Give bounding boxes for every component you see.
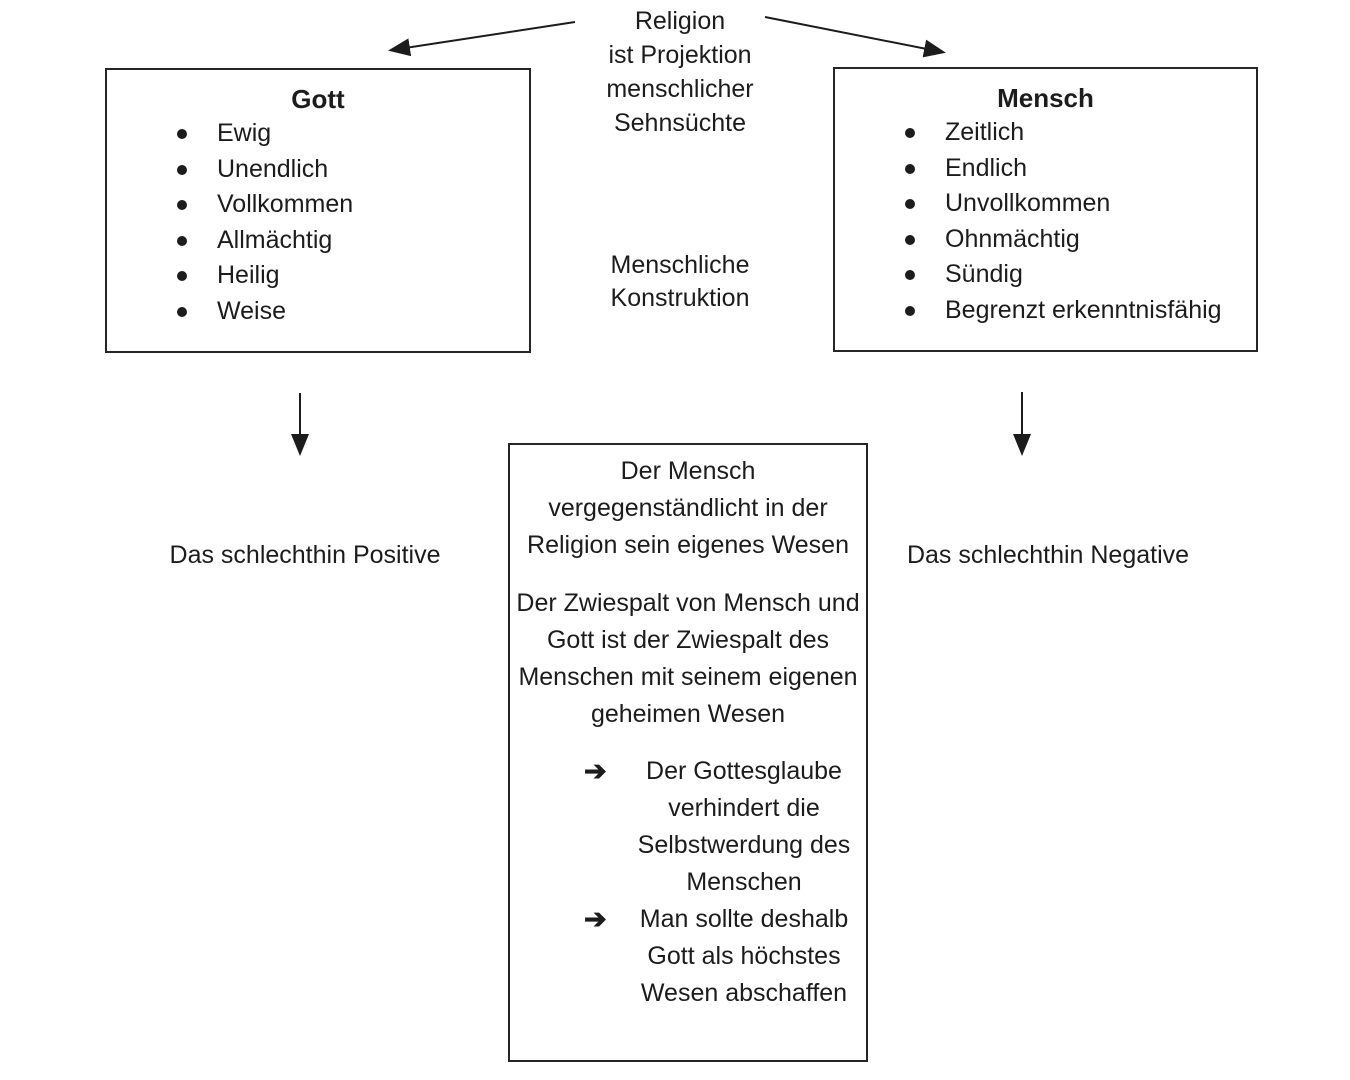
gott-attribute-item: Unendlich [177,152,529,188]
conclusion-paragraph: Der Mensch vergegenständlicht in der Rel… [527,457,849,559]
religion-label: Religion ist Projektion menschlicher Seh… [555,4,805,140]
religion-label-line: Religion [634,7,726,35]
konstruktion-label: Menschliche Konstruktion [555,249,805,315]
conclusion-paragraph: Der Zwiespalt von Mensch und Gott ist de… [516,589,860,728]
arrow-religion-to-gott [388,21,576,57]
conclusion-arrow-item: ➔ Man sollte deshalb Gott als höchstes W… [510,901,866,1012]
religion-label-line: ist Projektion [608,41,752,69]
mensch-attribute-item: Sündig [905,257,1256,293]
mensch-attribute-item: Endlich [905,151,1256,187]
gott-attribute-item: Ewig [177,116,529,152]
gott-attribute-item: Allmächtig [177,223,529,259]
konstruktion-label-line: Menschliche [610,251,750,279]
mensch-attribute-item: Zeitlich [905,115,1256,151]
gott-attribute-item: Weise [177,294,529,330]
conclusion-arrow-text: Man sollte deshalb Gott als höchstes Wes… [639,905,849,1007]
mensch-attribute-item: Ohnmächtig [905,222,1256,258]
gott-attribute-item: Heilig [177,258,529,294]
mensch-attribute-item: Unvollkommen [905,186,1256,222]
conclusion-box: Der Mensch vergegenständlicht in der Rel… [508,443,868,1062]
right-arrow-icon: ➔ [584,756,607,786]
right-arrow-icon: ➔ [584,904,607,934]
mensch-attribute-item: Begrenzt erkenntnisfähig [905,293,1256,329]
religion-label-line: Sehnsüchte [613,109,747,137]
gott-box-title: Gott [291,84,345,114]
negative-caption: Das schlechthin Negative [906,541,1190,569]
gott-attribute-item: Vollkommen [177,187,529,223]
conclusion-arrow-item: ➔ Der Gottesglaube verhindert die Selbst… [510,753,866,901]
konstruktion-label-line: Konstruktion [610,284,750,312]
mensch-box-title: Mensch [997,83,1094,113]
religion-label-line: menschlicher [606,75,754,103]
positive-caption: Das schlechthin Positive [169,541,441,569]
conclusion-arrow-text: Der Gottesglaube verhindert die Selbstwe… [637,757,851,896]
